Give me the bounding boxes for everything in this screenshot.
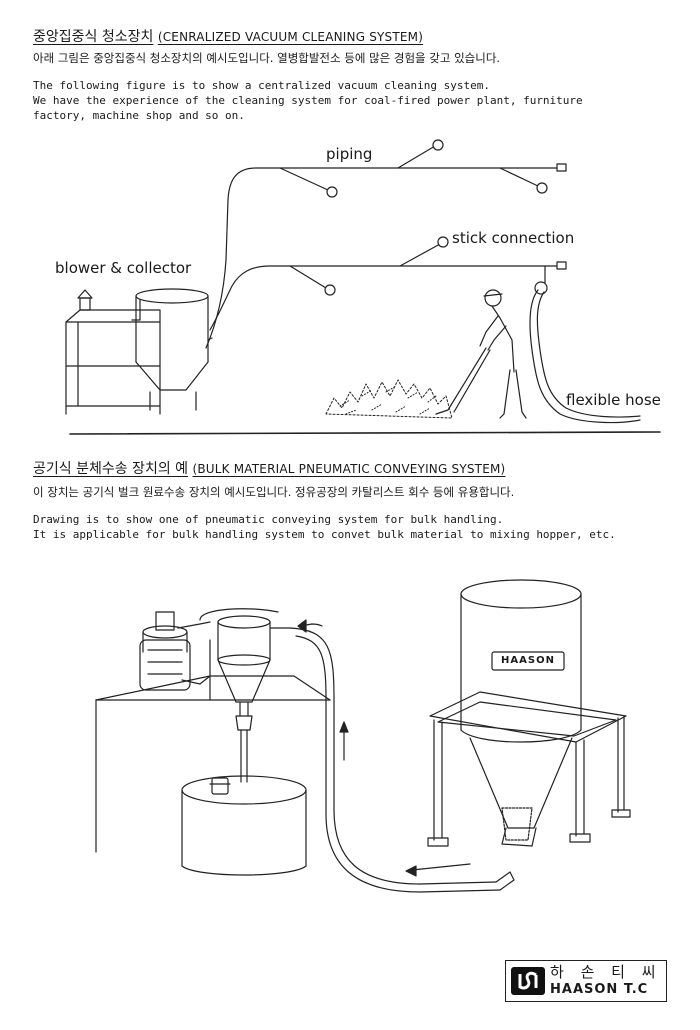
section1-desc-en-line: We have the experience of the cleaning s…: [33, 94, 583, 107]
label-stick-connection: stick connection: [452, 229, 575, 247]
section2-desc-en-line: It is applicable for bulk handling syste…: [33, 528, 616, 541]
company-logo: 하 손 티 씨 HAASON T.C: [505, 960, 667, 1002]
tank-brand-label: HAASON: [501, 655, 555, 666]
section1-desc-en: The following figure is to show a centra…: [33, 78, 583, 123]
storage-tank: [460, 579, 582, 847]
section1-heading: 중앙집중식 청소장치 (CENRALIZED VACUUM CLEANING S…: [33, 26, 423, 46]
label-flexible-hose: flexible hose: [566, 391, 661, 409]
inlet-valve-icon: [437, 236, 449, 248]
section1-desc-ko: 아래 그림은 중앙집중식 청소장치의 예시도입니다. 열병합발전소 등에 많은 …: [33, 51, 501, 65]
inlet-valve-icon: [326, 186, 338, 198]
flow-arrow-icon: [297, 619, 471, 877]
blower-collector-unit: [65, 288, 213, 415]
floor-line: [69, 431, 661, 435]
logo-text: 하 손 티 씨 HAASON T.C: [550, 964, 662, 998]
section2-heading: 공기식 분체수송 장치의 예 (BULK MATERIAL PNEUMATIC …: [33, 458, 505, 478]
tank-stand: [427, 691, 631, 847]
stick-connection-icon: [534, 281, 548, 295]
section2-desc-ko: 이 장치는 공기식 벌크 원료수송 장치의 예시도입니다. 정유공장의 카탈리스…: [33, 485, 515, 499]
logo-name-ko: 하 손 티 씨: [550, 963, 662, 981]
section1-heading-en: (CENRALIZED VACUUM CLEANING SYSTEM): [157, 30, 424, 44]
operator-figure: [479, 289, 527, 419]
bench-surface: [95, 675, 331, 853]
flexible-hose: [435, 289, 641, 424]
vacuum-piping: [205, 139, 567, 349]
inlet-valve-icon: [324, 284, 336, 296]
label-blower-collector: blower & collector: [55, 259, 192, 277]
section2-desc-en-line: Drawing is to show one of pneumatic conv…: [33, 513, 504, 526]
label-piping: piping: [326, 145, 373, 163]
inlet-valve-icon: [536, 182, 548, 194]
debris-pile: [325, 379, 453, 419]
section2-heading-en: (BULK MATERIAL PNEUMATIC CONVEYING SYSTE…: [192, 462, 506, 476]
logo-name-en: HAASON T.C: [550, 982, 649, 997]
haason-logo-icon: [511, 967, 545, 995]
conveying-blower: [139, 611, 211, 691]
receiving-drum: [181, 775, 307, 876]
section1-heading-ko: 중앙집중식 청소장치: [33, 29, 154, 45]
section1-desc-en-line: factory, machine shop and so on.: [33, 109, 245, 122]
section2-desc-en: Drawing is to show one of pneumatic conv…: [33, 512, 616, 542]
section2-heading-ko: 공기식 분체수송 장치의 예: [33, 461, 189, 477]
inlet-valve-icon: [432, 139, 444, 151]
conveying-line: [289, 627, 515, 893]
cyclone-separator: [199, 608, 291, 783]
section1-desc-en-line: The following figure is to show a centra…: [33, 79, 490, 92]
